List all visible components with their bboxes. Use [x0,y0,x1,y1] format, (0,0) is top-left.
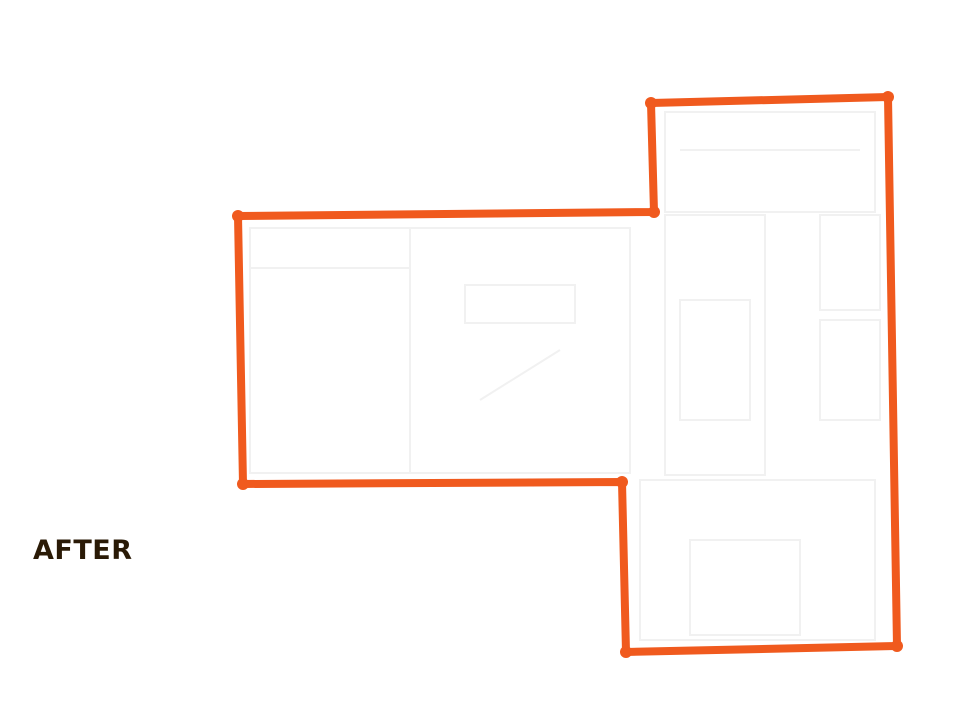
highlight-outline [234,93,901,656]
faint-room-closet [819,214,881,311]
outline-vertex [882,91,894,103]
faint-room-bottom [639,479,876,641]
outline-vertex [891,640,903,652]
faint-furniture-bed [679,299,751,421]
outline-vertex [616,476,628,488]
outline-vertex [648,206,660,218]
faint-room-center [409,227,631,474]
faint-room-mid [664,214,766,476]
faint-floorplan-lines [249,111,881,641]
after-label: AFTER [33,535,133,566]
outline-vertices [232,91,903,658]
outline-vertex [232,210,244,222]
faint-furniture-line [479,349,561,401]
faint-room-bath [819,319,881,421]
outline-vertex [645,97,657,109]
faint-furniture-table [689,539,801,636]
faint-room-left [249,227,411,474]
faint-furniture-sofa [464,284,576,324]
outline-vertex [237,478,249,490]
outline-vertex [620,646,632,658]
faint-room-upper-right [664,111,876,213]
